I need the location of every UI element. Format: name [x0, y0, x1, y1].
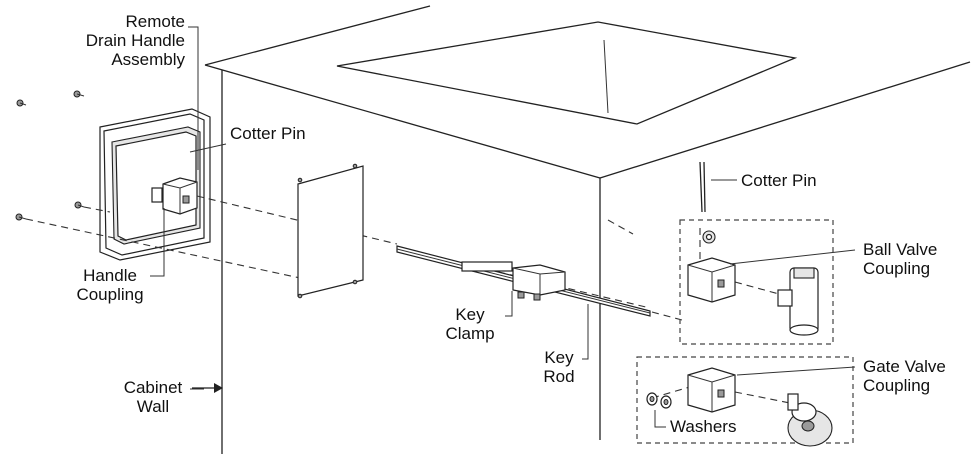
arrow-icon: [192, 383, 223, 393]
label-key-rod: Key Rod: [543, 348, 575, 386]
right-cotter-pin: [699, 161, 706, 213]
key-clamp: [461, 261, 566, 301]
label-key-clamp: Key Clamp: [445, 305, 495, 343]
ball-valve-coupling: [687, 230, 736, 303]
label-cotter-pin-left: Cotter Pin: [230, 124, 306, 143]
gate-valve-coupling: [687, 367, 736, 413]
screws: [15, 90, 85, 221]
label-gate-valve-coupling: Gate Valve Coupling: [863, 357, 946, 395]
gate-valve-group-box: [636, 356, 854, 444]
cabinet: [204, 5, 971, 454]
wall-plate: [297, 163, 364, 299]
remote-drain-handle-assembly: [99, 108, 211, 261]
ball-valve-group-box: [679, 219, 834, 345]
ball-valve: [777, 267, 819, 336]
label-handle-coupling: Handle Coupling: [76, 266, 144, 304]
label-remote-drain-handle-assembly: Remote Drain Handle Assembly: [85, 12, 185, 69]
label-ball-valve-coupling: Ball Valve Coupling: [863, 240, 938, 278]
gate-valve: [787, 393, 833, 447]
label-cotter-pin-right: Cotter Pin: [741, 171, 817, 190]
label-washers: Washers: [670, 417, 737, 436]
washers: [646, 392, 672, 409]
leader-lines: [150, 26, 856, 428]
label-cabinet-wall: Cabinet Wall: [123, 378, 183, 416]
